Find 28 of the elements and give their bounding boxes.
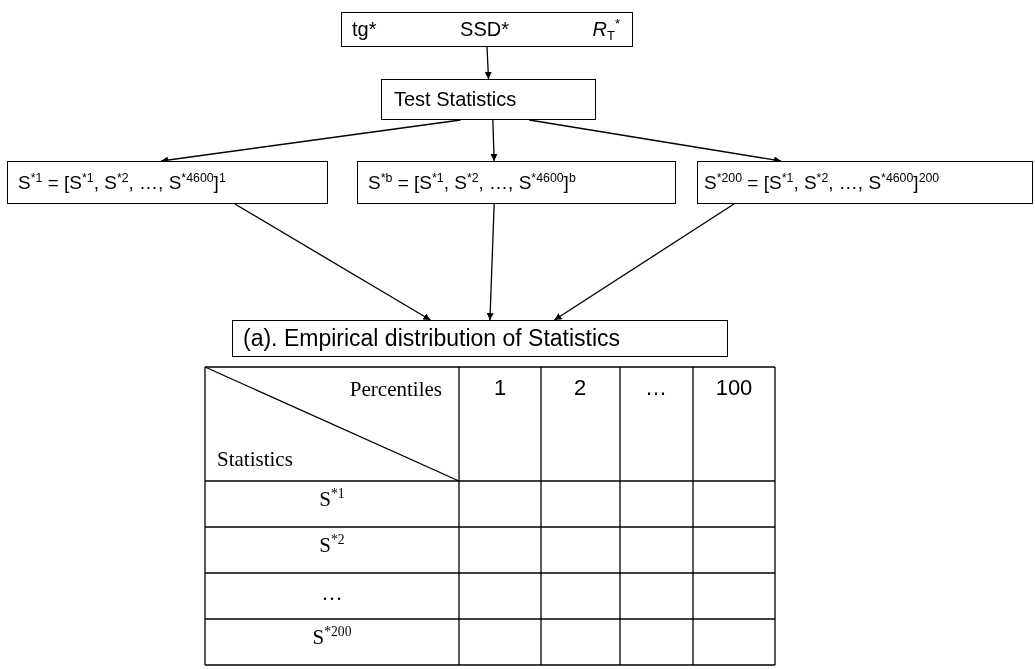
row-header: S$^{*2}$ (319, 533, 345, 558)
column-header: Percentiles (349, 377, 442, 402)
node-text: (a). Empirical distribution of Statistics (243, 325, 621, 352)
column-header: 2 (573, 375, 587, 401)
process-box (341, 12, 633, 47)
column-header: 1 (493, 375, 507, 401)
node-text: S$^{*1}$ = [S$^{*1}$, S$^{*2}$, …, S$^{*4600}$]$^{1}$ (18, 171, 226, 194)
node-text: S$^{*b}$ = [S$^{*1}$, S$^{*2}$, …, S$^{*4600}$]$^{b}$ (368, 171, 576, 194)
arrow (486, 203, 495, 321)
node-text: Test Statistics (394, 88, 517, 111)
process-box (7, 161, 328, 204)
arrow (234, 203, 432, 321)
row-header: S$^{*200}$ (312, 625, 352, 650)
node-text: SSD* (460, 18, 509, 41)
process-box (381, 79, 596, 120)
node-text: tg* (352, 18, 377, 41)
column-header: 100 (715, 375, 753, 401)
column-header: … (645, 375, 667, 401)
arrow (553, 203, 735, 321)
row-header: … (321, 581, 343, 606)
process-box (357, 161, 676, 204)
row-header: S$^{*1}$ (319, 487, 345, 512)
arrow (484, 46, 492, 80)
process-box (697, 161, 1033, 204)
process-box (232, 320, 728, 357)
row-header: Statistics (217, 447, 293, 472)
arrow (490, 119, 498, 162)
node-text: S$^{*200}$ = [S$^{*1}$, S$^{*2}$, …, S$^{*4600}$]$^{200}$ (704, 171, 940, 194)
